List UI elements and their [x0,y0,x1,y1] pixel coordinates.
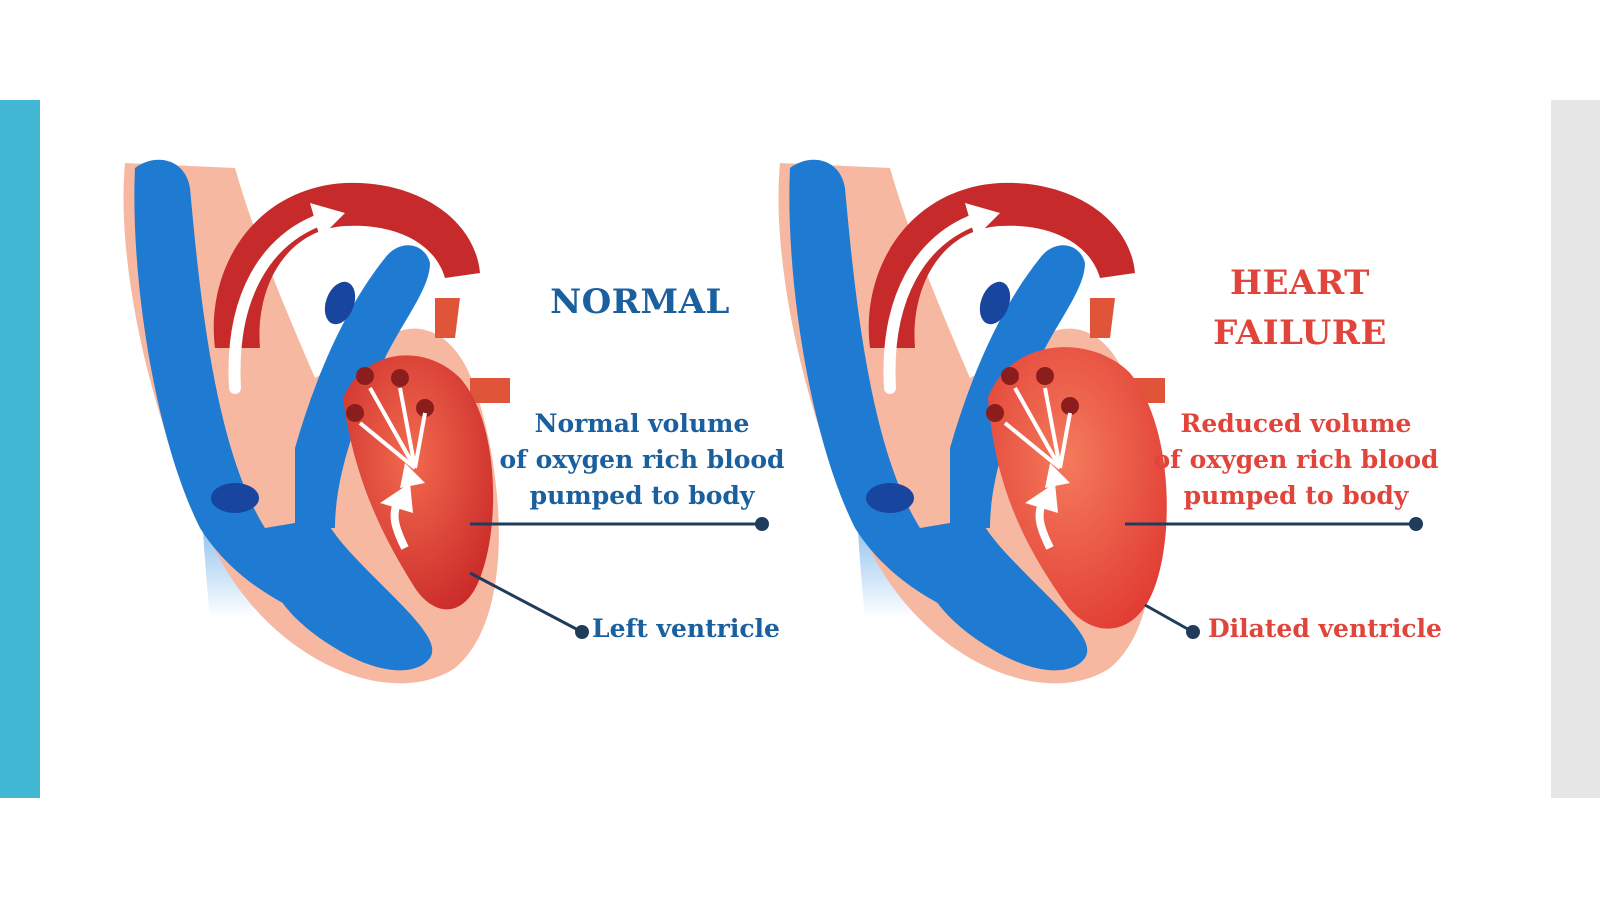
heart-failure-title-line: FAILURE [1213,313,1387,353]
normal-description-line: pumped to body [529,481,755,510]
failure-heart-illustration [778,160,1166,684]
failure-pointer-lines [1125,517,1423,639]
heart-failure-title-line: HEART [1230,263,1370,303]
normal-title: NORMAL [550,282,730,322]
failure-description: Reduced volume of oxygen rich blood pump… [1146,406,1446,514]
right-accent-bar [1551,100,1600,798]
heart-failure-title: HEART FAILURE [1160,258,1440,358]
dilated-ventricle-label: Dilated ventricle [1208,614,1442,643]
failure-description-line: of oxygen rich blood [1153,445,1439,474]
left-ventricle-label: Left ventricle [592,614,780,643]
normal-description: Normal volume of oxygen rich blood pumpe… [492,406,792,514]
normal-description-line: Normal volume [534,409,750,438]
normal-pointer-lines [469,517,769,639]
failure-description-line: pumped to body [1183,481,1409,510]
failure-description-line: Reduced volume [1180,409,1412,438]
normal-heart-illustration [123,160,510,684]
left-accent-bar [0,100,40,798]
normal-description-line: of oxygen rich blood [499,445,785,474]
